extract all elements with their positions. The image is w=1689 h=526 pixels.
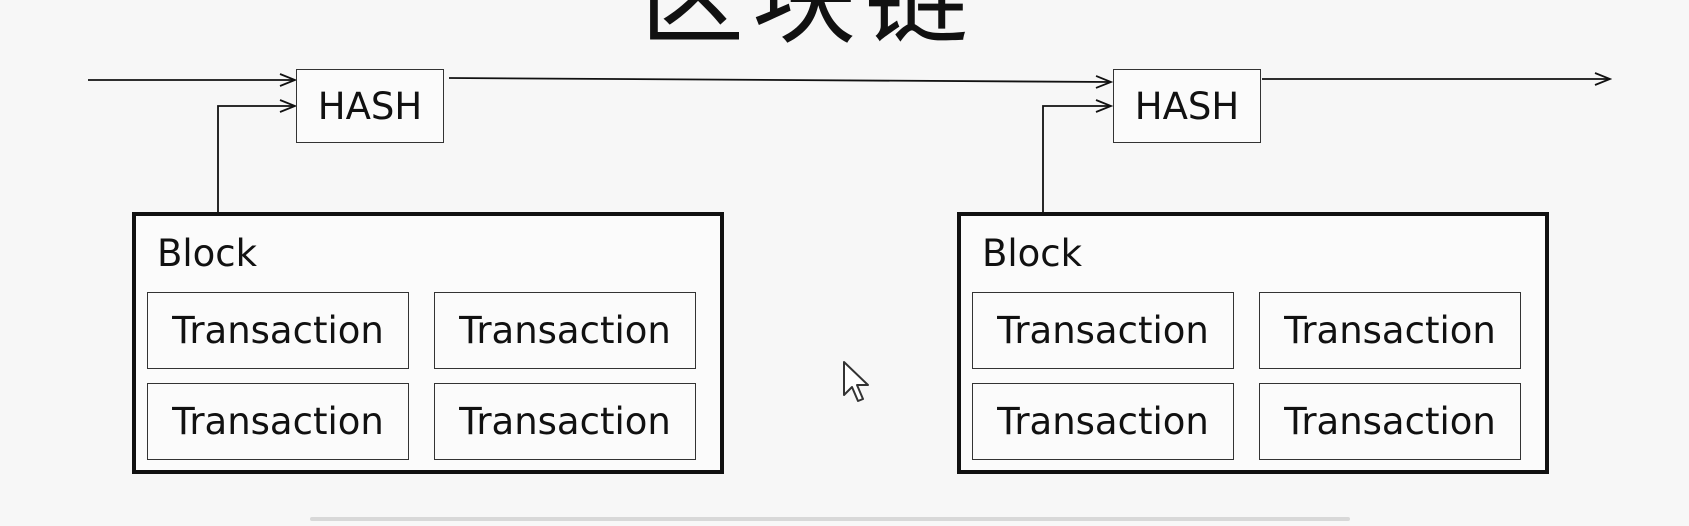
block-1-transaction-1: Transaction	[147, 292, 409, 369]
block-1-label: Block	[157, 232, 258, 275]
hash-label-1: HASH	[317, 84, 423, 128]
block-1-transaction-3: Transaction	[147, 383, 409, 460]
block-2-label: Block	[982, 232, 1083, 275]
horizontal-scrollbar[interactable]	[310, 517, 1350, 521]
hash-label-2: HASH	[1134, 84, 1240, 128]
diagram-title: 区块链	[640, 0, 1060, 58]
mouse-pointer-icon	[843, 361, 869, 402]
block-2-to-hash-arrow	[1042, 106, 1111, 213]
hash-box-1: HASH	[296, 69, 444, 143]
block-2: Block Transaction Transaction Transactio…	[957, 212, 1549, 474]
block-1: Block Transaction Transaction Transactio…	[132, 212, 724, 474]
block-1-to-hash-arrow	[217, 106, 295, 213]
block-2-transaction-1: Transaction	[972, 292, 1234, 369]
hash-1-to-hash-2-arrow	[448, 78, 1111, 82]
block-2-transaction-2: Transaction	[1259, 292, 1521, 369]
block-2-transaction-4: Transaction	[1259, 383, 1521, 460]
block-2-transaction-3: Transaction	[972, 383, 1234, 460]
hash-box-2: HASH	[1113, 69, 1261, 143]
block-1-transaction-4: Transaction	[434, 383, 696, 460]
block-1-transaction-2: Transaction	[434, 292, 696, 369]
